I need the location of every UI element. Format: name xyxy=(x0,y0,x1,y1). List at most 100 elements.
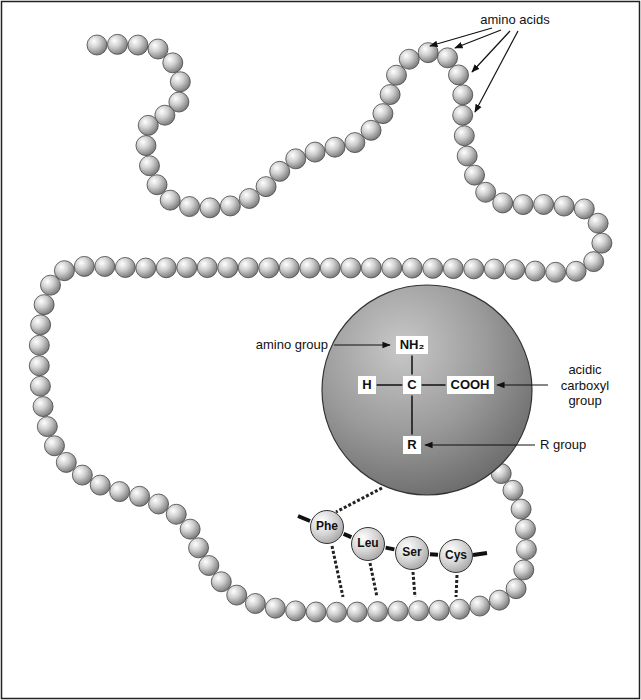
amino-acid-bead xyxy=(37,417,57,437)
leader-line xyxy=(475,31,518,112)
amino-acid-bead xyxy=(177,258,197,278)
amino-acid-bead xyxy=(450,599,470,619)
amino-acid-bead xyxy=(566,261,586,281)
amino-acid-bead xyxy=(40,275,60,295)
amino-acid-bead xyxy=(514,560,534,580)
chemical-bond xyxy=(411,355,413,374)
amino-acid-bead xyxy=(516,540,536,560)
amino-acid-bead xyxy=(511,499,531,519)
amino-acid-bead xyxy=(448,65,468,85)
chemical-bond xyxy=(422,384,446,386)
amino-acid-bead xyxy=(320,258,340,278)
leader-lines xyxy=(334,28,548,445)
amino-acid-bead xyxy=(470,596,490,616)
amino-acid-bead xyxy=(380,85,400,105)
amino-acid-ball: Leu xyxy=(351,527,385,561)
amino-acid-bead xyxy=(180,519,200,539)
amino-acid-bead xyxy=(107,34,127,54)
atom-group-box: H xyxy=(358,376,375,395)
amino-acid-bead xyxy=(211,572,231,592)
amino-acid-bead xyxy=(409,601,429,621)
leader-line xyxy=(497,384,548,385)
amino-acid-bead xyxy=(345,133,365,153)
amino-acid-bead xyxy=(270,161,290,181)
peptide-bond xyxy=(430,552,438,557)
amino-acid-bead xyxy=(325,137,345,157)
amino-acid-bead xyxy=(454,126,474,146)
amino-acid-bead xyxy=(110,482,130,502)
amino-acid-bead xyxy=(327,602,347,622)
amino-acid-bead xyxy=(115,257,135,277)
amino-acid-bead xyxy=(361,258,381,278)
amino-acid-ball: Ser xyxy=(395,536,429,570)
amino-acid-bead xyxy=(160,190,180,210)
amino-acid-bead xyxy=(361,120,381,140)
node-text: Leu xyxy=(357,537,378,551)
amino-acid-bead xyxy=(286,601,306,621)
amino-acid-bead xyxy=(465,165,485,185)
dashed-bond xyxy=(456,575,457,597)
dashed-bond xyxy=(332,546,343,597)
amino-acid-bead xyxy=(33,397,53,417)
amino-acid-bead xyxy=(34,295,54,315)
callout-label: amino acids xyxy=(480,12,549,28)
amino-acid-bead xyxy=(74,256,94,276)
amino-acid-bead xyxy=(31,315,51,335)
amino-acid-bead xyxy=(180,197,200,217)
amino-acid-bead xyxy=(189,538,209,558)
node-text: C xyxy=(407,378,416,393)
amino-acid-bead xyxy=(147,175,167,195)
amino-acid-bead xyxy=(476,182,496,202)
node-text: H xyxy=(362,378,371,393)
amino-acid-bead xyxy=(347,602,367,622)
amino-acid-bead xyxy=(30,376,50,396)
amino-acid-bead xyxy=(238,258,258,278)
amino-acid-bead xyxy=(368,602,388,622)
dashed-bond xyxy=(413,572,415,597)
amino-acid-bead xyxy=(29,356,49,376)
amino-acid-bead xyxy=(489,590,509,610)
amino-acid-bead xyxy=(429,600,449,620)
amino-acid-bead xyxy=(506,579,526,599)
amino-acid-bead xyxy=(503,480,523,500)
amino-acid-bead xyxy=(197,258,217,278)
leader-line xyxy=(425,444,535,445)
amino-acid-chain xyxy=(29,34,612,622)
amino-acid-bead xyxy=(149,494,169,514)
amino-acid-ball: Cys xyxy=(439,539,473,573)
amino-acid-bead xyxy=(136,258,156,278)
callout-label: amino group xyxy=(256,337,328,353)
amino-acid-bead xyxy=(286,149,306,169)
amino-acid-bead xyxy=(534,194,554,214)
amino-acid-bead xyxy=(245,593,265,613)
amino-acid-bead xyxy=(438,48,458,68)
amino-acid-bead xyxy=(515,519,535,539)
amino-acid-bead xyxy=(306,602,326,622)
amino-acid-bead xyxy=(163,53,183,73)
amino-acid-bead xyxy=(453,85,473,105)
amino-acid-bead xyxy=(199,555,219,575)
amino-acid-bead xyxy=(341,258,361,278)
amino-acid-bead xyxy=(505,260,525,280)
node-text: NH₂ xyxy=(400,338,425,353)
chemical-bond xyxy=(377,384,403,386)
amino-acid-bead xyxy=(227,585,247,605)
amino-acid-bead xyxy=(156,258,176,278)
amino-acid-bead xyxy=(279,258,299,278)
amino-acid-bead xyxy=(138,115,158,135)
amino-acid-bead xyxy=(554,196,574,216)
amino-acid-bead xyxy=(386,65,406,85)
amino-acid-bead xyxy=(373,104,393,124)
amino-acid-bead xyxy=(525,261,545,281)
node-text: Cys xyxy=(445,549,467,563)
dashed-bond xyxy=(370,563,377,597)
amino-acid-bead xyxy=(256,177,276,197)
chemical-bond xyxy=(411,395,413,434)
amino-acid-bead xyxy=(72,465,92,485)
bond-dashes xyxy=(332,488,457,597)
node-text: Ser xyxy=(402,546,421,560)
amino-acid-bead xyxy=(493,193,513,213)
amino-acid-bead xyxy=(29,335,49,355)
amino-acid-bead xyxy=(443,259,463,279)
